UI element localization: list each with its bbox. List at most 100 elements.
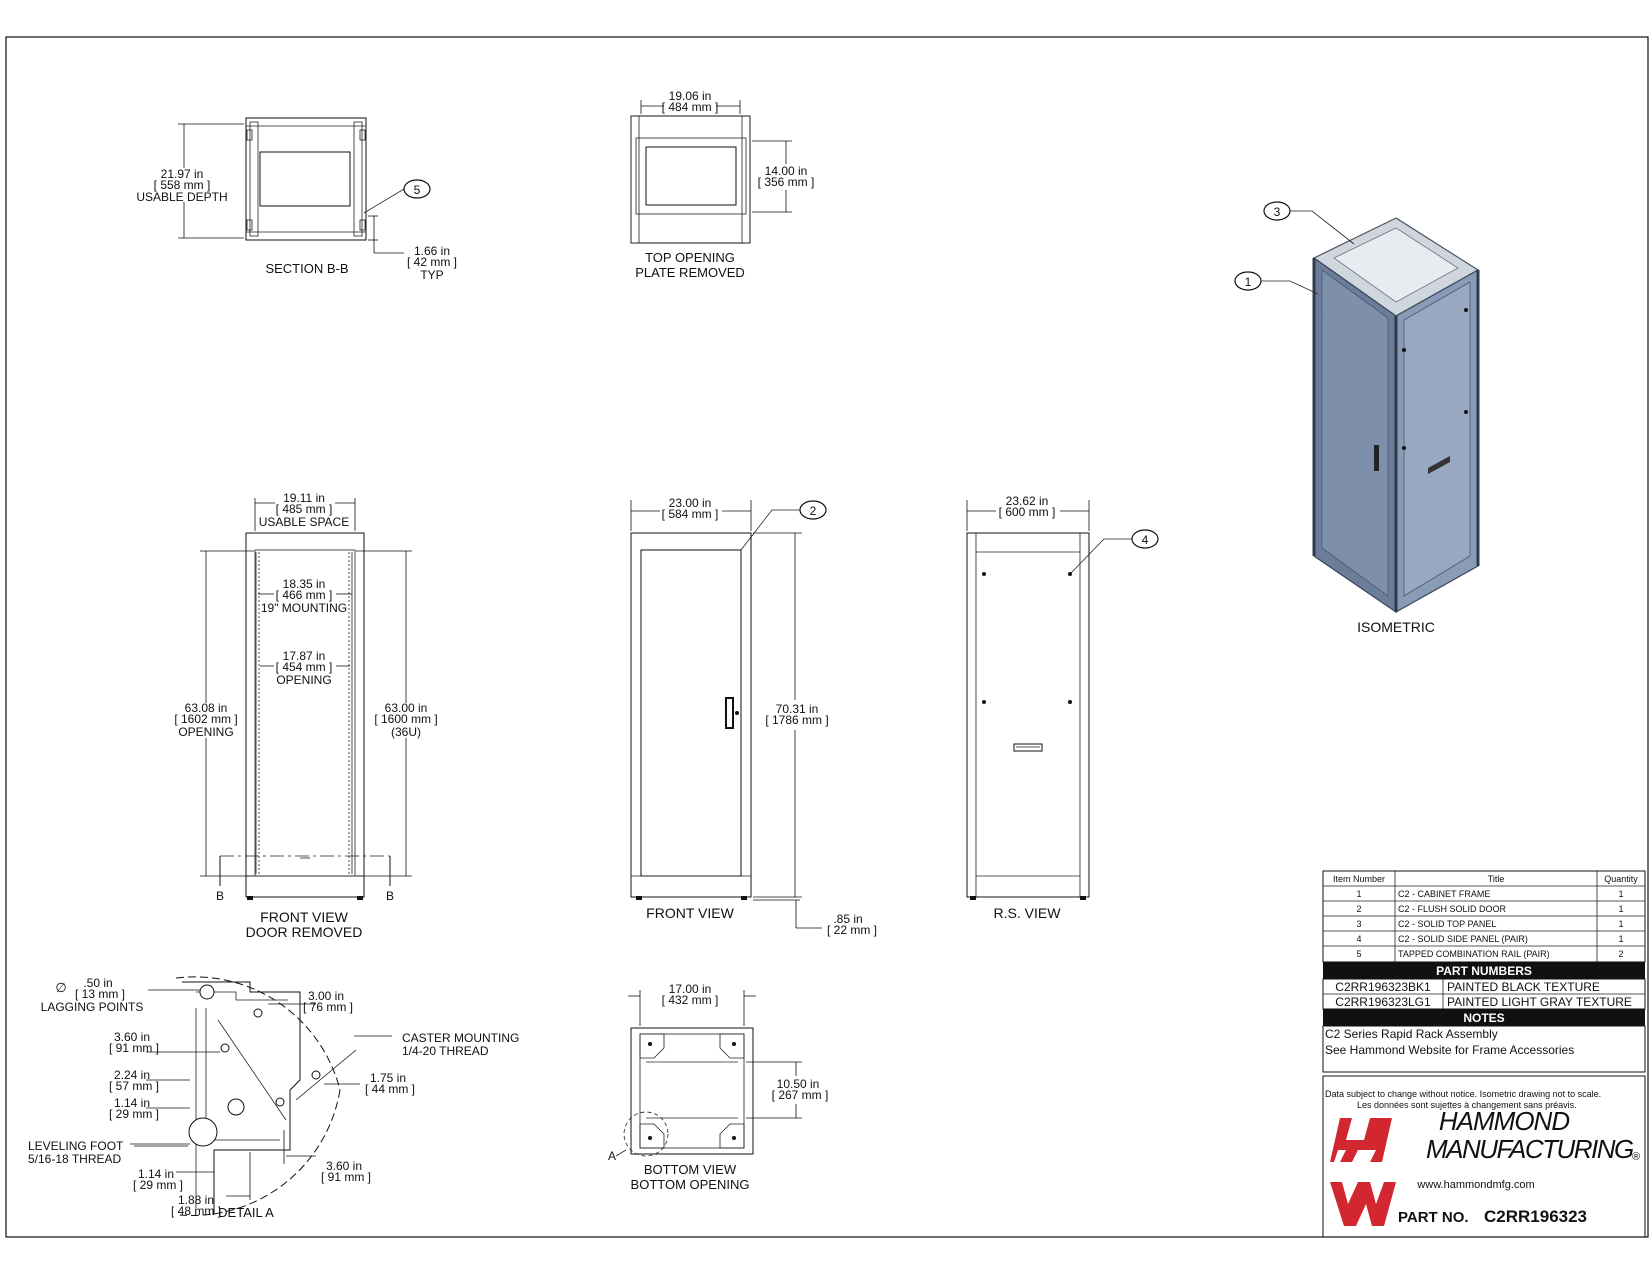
front-dr-open-in: 17.87 in — [283, 649, 326, 663]
top-opening-view: 19.06 in [ 484 mm ] 14.00 in [ 356 mm ] … — [630, 89, 815, 280]
detail-a-d7-mm: [ 48 mm ] — [171, 1204, 221, 1218]
section-bb-rail-note: TYP — [420, 268, 443, 282]
title-block: Data subject to change without notice. I… — [1322, 1075, 1646, 1238]
detail-a-d4-in: 1.14 in — [114, 1096, 150, 1110]
bottom-title-2: BOTTOM OPENING — [631, 1177, 750, 1192]
rs-view-title: R.S. VIEW — [994, 905, 1062, 921]
bom-table: Item Number Title Quantity 1 C2 - CABINE… — [1322, 870, 1646, 963]
detail-a-lag-mm: [ 13 mm ] — [75, 987, 125, 1001]
notes-line: C2 Series Rapid Rack Assembly — [1325, 1027, 1498, 1041]
front-dr-title-1: FRONT VIEW — [260, 909, 348, 925]
front-dr-open-label: OPENING — [276, 673, 331, 687]
balloon-3: 3 — [1274, 205, 1281, 219]
front-dr-usable-in: 19.11 in — [283, 491, 325, 505]
front-view-title: FRONT VIEW — [646, 905, 734, 921]
front-base-mm: [ 22 mm ] — [827, 923, 877, 937]
section-bb-rail-mm: [ 42 mm ] — [407, 255, 457, 269]
section-bb-depth-mm: [ 558 mm ] — [154, 178, 211, 192]
bottom-view: A 17.00 in [ 432 mm ] 10.50 in [ 267 mm … — [608, 982, 828, 1192]
detail-a-level-1: LEVELING FOOT — [28, 1139, 124, 1153]
detail-a-d5-in: 1.75 in — [370, 1071, 406, 1085]
front-dr-height-mm: [ 1602 mm ] — [174, 712, 237, 726]
isometric-title: ISOMETRIC — [1357, 619, 1435, 635]
front-width-mm: [ 584 mm ] — [662, 507, 719, 521]
part-numbers-block: PART NUMBERS C2RR196323BK1 PAINTED BLACK… — [1322, 962, 1646, 1073]
rs-width-mm: [ 600 mm ] — [999, 505, 1056, 519]
detail-a-d5-mm: [ 44 mm ] — [365, 1082, 415, 1096]
detail-a-d8-in: 3.60 in — [326, 1159, 362, 1173]
bom-row-qty: 1 — [1618, 919, 1623, 929]
bom-header-item: Item Number — [1333, 874, 1385, 884]
bottom-width-in: 17.00 in — [669, 982, 712, 996]
detail-a-view: ∅ .50 in [ 13 mm ] LAGGING POINTS 3.00 i… — [28, 976, 519, 1220]
bottom-depth-mm: [ 267 mm ] — [772, 1088, 829, 1102]
front-height-in: 70.31 in — [776, 702, 819, 716]
company-name-2: MANUFACTURING — [1426, 1134, 1634, 1164]
section-b-right: B — [386, 889, 394, 903]
front-dr-height-label: OPENING — [178, 725, 233, 739]
bom-row-item: 3 — [1356, 919, 1361, 929]
detail-a-caster-2: 1/4-20 THREAD — [402, 1044, 489, 1058]
front-dr-open-mm: [ 454 mm ] — [276, 660, 333, 674]
registered-mark: ® — [1632, 1151, 1640, 1163]
bom-row-item: 1 — [1356, 889, 1361, 899]
notes-line: See Hammond Website for Frame Accessorie… — [1325, 1043, 1574, 1057]
bottom-title-1: BOTTOM VIEW — [644, 1162, 737, 1177]
bom-row-title: TAPPED COMBINATION RAIL (PAIR) — [1398, 949, 1550, 959]
detail-a-d4-mm: [ 29 mm ] — [109, 1107, 159, 1121]
bottom-detail-callout: A — [608, 1149, 616, 1163]
bottom-depth-in: 10.50 in — [777, 1077, 820, 1091]
bottom-width-mm: [ 432 mm ] — [662, 993, 719, 1007]
front-dr-usable-label: USABLE SPACE — [259, 515, 349, 529]
part-number-desc: PAINTED LIGHT GRAY TEXTURE — [1447, 995, 1632, 1009]
front-door-removed-view: 19.11 in [ 485 mm ] USABLE SPACE 18.35 i… — [174, 491, 437, 940]
front-dr-mount-mm: [ 466 mm ] — [276, 588, 333, 602]
bom-header-title: Title — [1488, 874, 1505, 884]
front-dr-mount-label: 19" MOUNTING — [261, 601, 347, 615]
front-base-in: .85 in — [833, 912, 862, 926]
disclaimer-en: Data subject to change without notice. I… — [1325, 1089, 1601, 1099]
isometric-view: 3 1 ISOMETRIC — [1234, 201, 1480, 635]
bom-row-title: C2 - CABINET FRAME — [1398, 889, 1490, 899]
section-bb-title: SECTION B-B — [265, 261, 348, 276]
section-b-left: B — [216, 889, 224, 903]
detail-a-caster-1: CASTER MOUNTING — [402, 1031, 519, 1045]
bom-row-item: 5 — [1356, 949, 1361, 959]
front-dr-title-2: DOOR REMOVED — [246, 924, 363, 940]
bom-row-qty: 1 — [1618, 889, 1623, 899]
detail-a-d1-mm: [ 76 mm ] — [303, 1000, 353, 1014]
bom-row-qty: 2 — [1618, 949, 1623, 959]
detail-a-lag-label: LAGGING POINTS — [41, 1000, 144, 1014]
part-numbers-heading: PART NUMBERS — [1436, 964, 1532, 978]
company-name-1: HAMMOND — [1439, 1106, 1569, 1136]
part-number-row: C2RR196323LG1 — [1335, 995, 1431, 1009]
front-dr-mount-in: 18.35 in — [283, 577, 326, 591]
hammond-logo — [1330, 1118, 1396, 1226]
front-dr-rack-units: (36U) — [391, 725, 421, 739]
top-opening-width-in: 19.06 in — [669, 89, 712, 103]
front-dr-height-in: 63.08 in — [185, 701, 228, 715]
part-no-label: PART NO. — [1398, 1209, 1469, 1226]
disclaimer-fr: Les données sont sujettes à changement s… — [1357, 1100, 1577, 1110]
section-bb-view: 21.97 in [ 558 mm ] USABLE DEPTH 5 1.66 … — [136, 117, 457, 282]
front-dr-rack-in: 63.00 in — [385, 701, 428, 715]
bom-row-qty: 1 — [1618, 904, 1623, 914]
detail-a-d3-in: 2.24 in — [114, 1068, 150, 1082]
top-opening-depth-mm: [ 356 mm ] — [758, 175, 815, 189]
detail-a-level-2: 5/16-18 THREAD — [28, 1152, 121, 1166]
front-height-mm: [ 1786 mm ] — [765, 713, 828, 727]
rs-width-in: 23.62 in — [1006, 494, 1049, 508]
detail-a-d8-mm: [ 91 mm ] — [321, 1170, 371, 1184]
front-width-in: 23.00 in — [669, 496, 712, 510]
top-opening-width-mm: [ 484 mm ] — [662, 100, 719, 114]
detail-a-d6-mm: [ 29 mm ] — [133, 1178, 183, 1192]
detail-a-d3-mm: [ 57 mm ] — [109, 1079, 159, 1093]
bom-header-quantity: Quantity — [1604, 874, 1638, 884]
detail-a-d2-in: 3.60 in — [114, 1030, 150, 1044]
rs-view: 23.62 in [ 600 mm ] 4 R.S. VIEW — [966, 494, 1159, 921]
detail-a-d7-in: 1.88 in — [178, 1193, 214, 1207]
detail-a-title: DETAIL A — [218, 1205, 274, 1220]
bom-row-title: C2 - SOLID TOP PANEL — [1398, 919, 1496, 929]
bom-row-title: C2 - FLUSH SOLID DOOR — [1398, 904, 1507, 914]
balloon-1: 1 — [1245, 275, 1252, 289]
